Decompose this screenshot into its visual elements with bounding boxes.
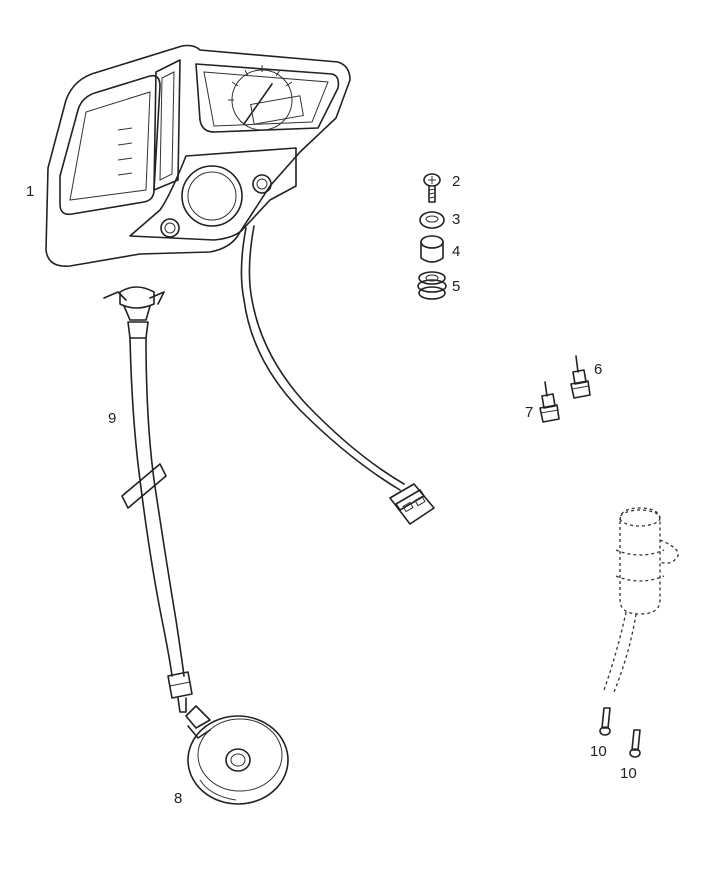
bulb-socket-7	[539, 381, 560, 423]
callout-4: 4	[452, 243, 460, 260]
washer	[419, 211, 445, 229]
callout-7: 7	[525, 404, 533, 421]
bulb-socket-6	[570, 355, 591, 399]
rubber-grommet	[417, 271, 447, 300]
callout-6: 6	[594, 361, 602, 378]
screw	[423, 173, 441, 203]
wire-harness	[240, 225, 435, 525]
callout-9: 9	[108, 410, 116, 427]
callout-8: 8	[174, 790, 182, 807]
screw-10b	[629, 729, 641, 758]
callout-3: 3	[452, 211, 460, 228]
speedometer-cable	[103, 286, 193, 713]
instrument-cluster	[45, 44, 351, 267]
speedometer-gear-box	[185, 705, 289, 805]
callout-10b: 10	[620, 765, 637, 782]
dial-ticks	[228, 65, 293, 101]
callout-10a: 10	[590, 743, 607, 760]
callout-5: 5	[452, 278, 460, 295]
callout-2: 2	[452, 173, 460, 190]
reference-clamp-outline	[603, 507, 679, 693]
screw-10a	[599, 707, 611, 736]
collar	[420, 235, 444, 263]
callout-1: 1	[26, 183, 34, 200]
